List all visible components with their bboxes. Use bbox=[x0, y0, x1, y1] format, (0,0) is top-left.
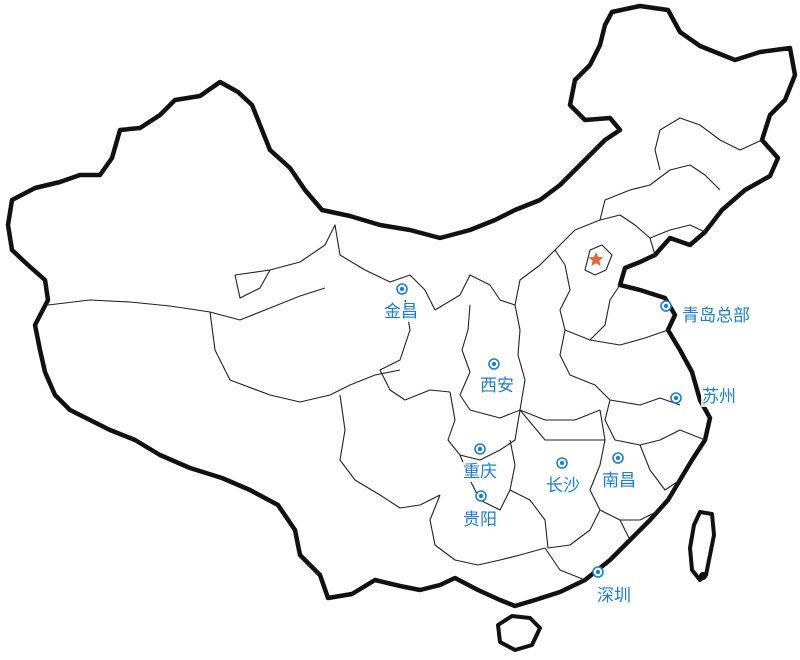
city-marker-suzhou[interactable] bbox=[670, 392, 682, 404]
hainan-outline bbox=[496, 614, 542, 652]
city-label-nanchang[interactable]: 南昌 bbox=[601, 471, 637, 491]
city-label-jinchang[interactable]: 金昌 bbox=[383, 302, 419, 322]
city-label-qingdao[interactable]: 青岛总部 bbox=[681, 306, 751, 326]
city-marker-shenzhen[interactable] bbox=[592, 566, 604, 578]
city-marker-jinchang[interactable] bbox=[396, 283, 408, 295]
city-label-guiyang[interactable]: 贵阳 bbox=[462, 510, 498, 530]
city-marker-xian[interactable] bbox=[488, 358, 500, 370]
taiwan-outline bbox=[688, 510, 716, 582]
city-label-changsha[interactable]: 长沙 bbox=[545, 476, 581, 496]
city-marker-qingdao[interactable] bbox=[660, 300, 672, 312]
city-label-suzhou[interactable]: 苏州 bbox=[701, 387, 737, 407]
city-label-xian[interactable]: 西安 bbox=[479, 376, 515, 396]
city-marker-chongqing[interactable] bbox=[474, 443, 486, 455]
city-marker-changsha[interactable] bbox=[556, 457, 568, 469]
city-markers bbox=[396, 283, 682, 578]
city-label-chongqing[interactable]: 重庆 bbox=[462, 462, 498, 482]
city-label-shenzhen[interactable]: 深圳 bbox=[596, 586, 632, 606]
city-marker-guiyang[interactable] bbox=[475, 490, 487, 502]
country-outline bbox=[5, 3, 798, 609]
capital-star-icon bbox=[588, 252, 604, 266]
taiwan-tip bbox=[699, 572, 707, 580]
province-boundaries bbox=[47, 117, 763, 581]
city-marker-nanchang[interactable] bbox=[612, 452, 624, 464]
